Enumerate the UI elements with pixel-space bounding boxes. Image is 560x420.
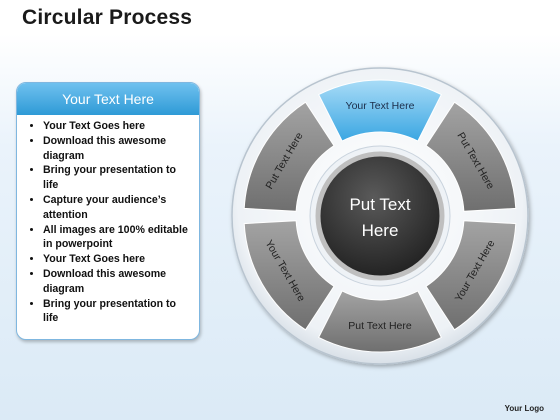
cycle-segment <box>425 220 517 331</box>
cycle-segment-label: Your Text Here <box>346 100 415 112</box>
bullet-item: Your Text Goes here <box>43 252 193 267</box>
cycle-segment-label: Put Text Here <box>348 320 412 332</box>
bullet-item: Download this awesome diagram <box>43 267 193 297</box>
slide-title: Circular Process <box>22 6 193 29</box>
center-label-line1: Put Text <box>349 195 410 214</box>
bullet-item: Bring your presentation to life <box>43 163 193 193</box>
panel-heading: Your Text Here <box>17 83 199 115</box>
bullet-item: Download this awesome diagram <box>43 134 193 164</box>
bullet-item: All images are 100% editable in powerpoi… <box>43 223 193 253</box>
bullet-item: Bring your presentation to life <box>43 297 193 327</box>
bullet-item: Your Text Goes here <box>43 119 193 134</box>
center-circle <box>315 151 445 281</box>
cycle-segment <box>318 290 442 353</box>
cycle-segment <box>425 101 517 212</box>
bullet-item: Capture your audience’s attention <box>43 193 193 223</box>
cycle-segment <box>318 79 442 142</box>
logo-text: Your Logo <box>504 404 544 413</box>
center-label-line2: Here <box>362 221 399 240</box>
bullet-list: Your Text Goes here Download this awesom… <box>17 119 199 326</box>
cycle-segment <box>243 101 335 212</box>
text-panel: Your Text Here Your Text Goes here Downl… <box>16 82 200 340</box>
cycle-segment <box>243 220 335 331</box>
